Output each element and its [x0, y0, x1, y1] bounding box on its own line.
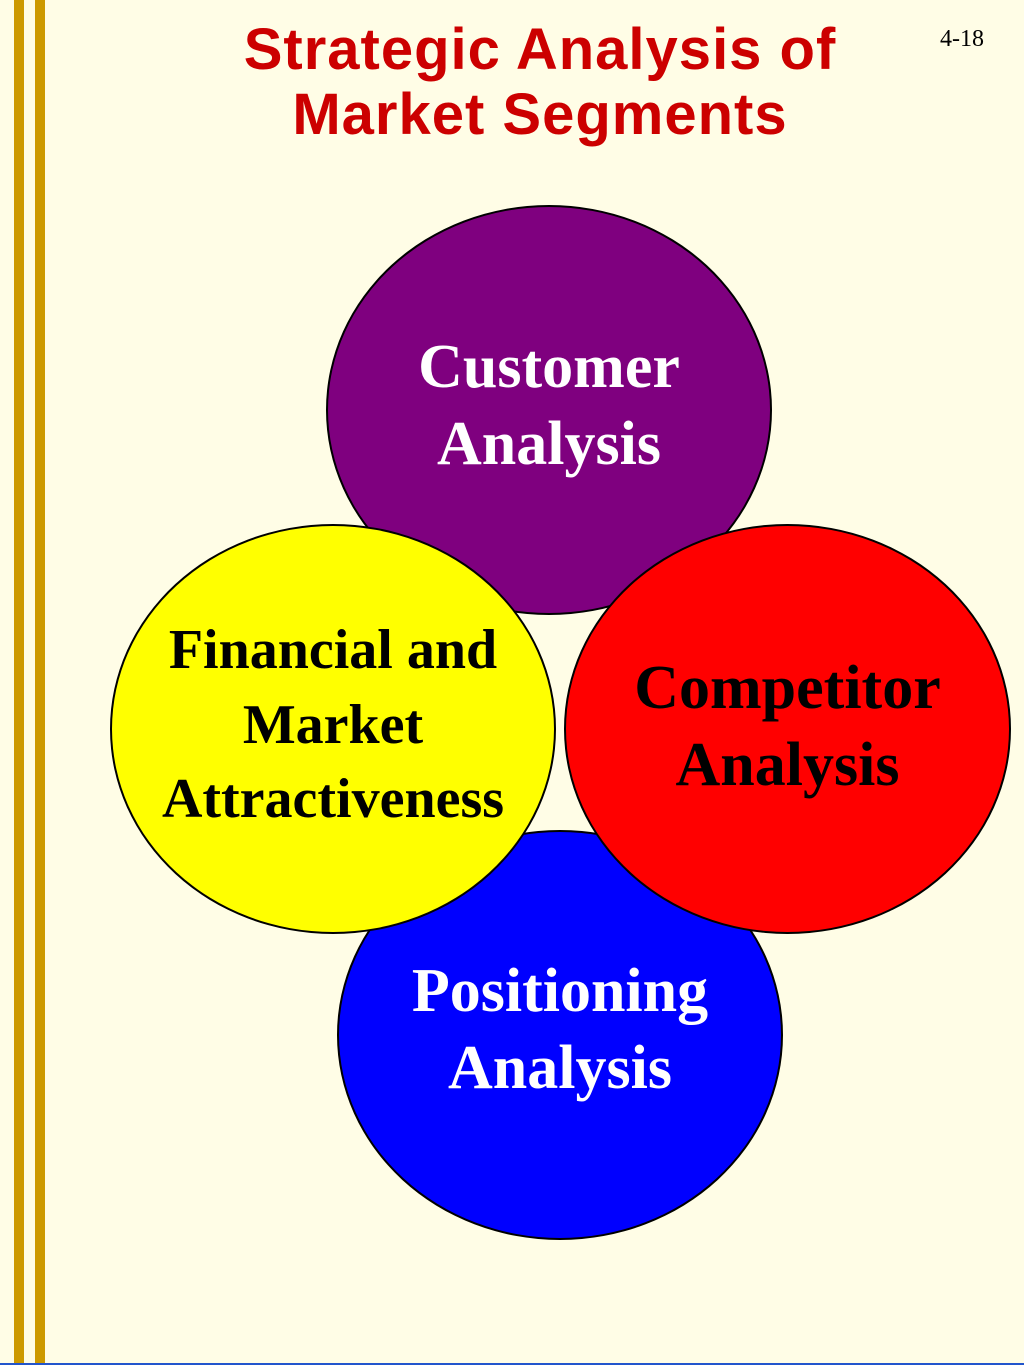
- bottom-border-line: [0, 1363, 1024, 1365]
- positioning-analysis-label-line-1: Positioning: [411, 956, 709, 1025]
- financial-label-line-3: Attractiveness: [161, 768, 505, 831]
- competitor-analysis-label-line-1: Competitor: [634, 653, 941, 722]
- financial-market-attractiveness-circle: Financial and Market Attractiveness: [110, 524, 556, 934]
- slide-title: Strategic Analysis of Market Segments: [100, 17, 980, 148]
- left-accent-bar-inner: [35, 0, 45, 1365]
- financial-label-line-1: Financial and: [168, 619, 498, 682]
- customer-analysis-label-line-1: Customer: [418, 332, 680, 401]
- positioning-analysis-label-line-2: Analysis: [448, 1034, 672, 1102]
- slide-number: 4-18: [940, 26, 984, 52]
- competitor-analysis-label-line-2: Analysis: [675, 731, 900, 799]
- financial-label-line-2: Market: [242, 693, 424, 756]
- competitor-analysis-circle: Competitor Analysis: [564, 524, 1011, 934]
- slide-title-line-1: Strategic Analysis of: [243, 17, 837, 82]
- customer-analysis-label-line-2: Analysis: [437, 410, 661, 478]
- left-accent-bar-outer: [14, 0, 24, 1365]
- slide-title-line-2: Market Segments: [292, 81, 788, 147]
